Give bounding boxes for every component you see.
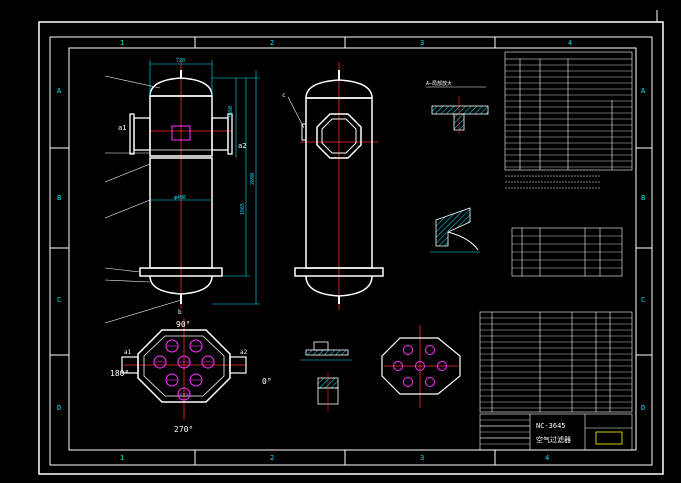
sheet-outer-border (38, 21, 664, 475)
col-label-4: 4 (568, 39, 572, 47)
plan-inlet-label: a1 (124, 349, 132, 356)
zone-column-labels-bottom: 1 2 3 4 (120, 454, 549, 462)
front-outlet-label: a2 (238, 142, 246, 150)
side-inner-octagon (321, 118, 357, 154)
baffle-hole (425, 377, 435, 387)
front-dim-total: 2690 (250, 173, 256, 185)
drawing-frame (68, 47, 637, 451)
front-inlet-label: a1 (118, 124, 126, 132)
tech-table-rows (505, 64, 632, 168)
side-base-ring (294, 267, 384, 277)
side-view: c (282, 62, 384, 310)
front-outlet-flange (227, 113, 233, 155)
zone-row-labels-right: A B C D (641, 87, 646, 412)
title-drawing-number: NC-3645 (536, 422, 566, 430)
tech-notes (505, 175, 600, 189)
baffle-holes (393, 345, 447, 387)
front-dimension-lines (149, 60, 260, 305)
plan-outlet-label: a2 (240, 349, 248, 356)
front-view: 720 1350 1665 2690 φ406 a1 a2 b (104, 58, 260, 324)
part-detail-2 (317, 372, 339, 412)
row-label-a: A (57, 87, 62, 95)
company-logo (595, 431, 623, 445)
row-label-b-right: B (641, 194, 645, 202)
baffle-plate-view (381, 325, 461, 408)
col-label-1-bottom: 1 (120, 454, 124, 462)
row-label-c: C (57, 296, 61, 304)
baffle-hole (425, 345, 435, 355)
plan-angle-0: 0° (262, 377, 272, 386)
front-pipe-label: φ406 (174, 195, 186, 201)
front-leader-lines (104, 75, 182, 324)
parts-list-rows (480, 317, 632, 409)
row-label-c-right: C (641, 296, 645, 304)
front-dim-middle: 1665 (240, 203, 246, 215)
plan-angle-270: 270° (174, 425, 193, 434)
front-top-head (149, 77, 213, 97)
detail-b (430, 207, 480, 253)
title-drawing-name: 空气过滤器 (536, 435, 571, 444)
side-manhole-clip (301, 123, 307, 141)
row-label-a-right: A (641, 87, 646, 95)
detail-a: A—局部放大 (426, 80, 489, 134)
front-inlet-nozzle (133, 117, 151, 151)
plan-angle-180: 180° (110, 369, 129, 378)
nozzle-table-rows (512, 235, 622, 269)
plan-inlet-nozzle (121, 356, 139, 374)
side-top-head (305, 79, 373, 99)
baffle-hole (393, 361, 403, 371)
baffle-hole (403, 377, 413, 387)
front-outlet-nozzle (211, 117, 229, 151)
front-dim-upper: 1350 (228, 106, 234, 118)
row-label-b: B (57, 194, 61, 202)
detail-a-plate (431, 105, 489, 115)
col-label-2: 2 (270, 39, 274, 47)
col-label-4-bottom: 4 (545, 454, 549, 462)
baffle-hole (403, 345, 413, 355)
plan-view: 90° 180° 0° 270° a1 a2 (110, 318, 272, 434)
col-label-3: 3 (420, 39, 424, 47)
row-label-d-right: D (641, 404, 645, 412)
front-bottom-label: b (178, 309, 182, 316)
tech-table (504, 51, 633, 171)
zone-ticks (50, 37, 652, 465)
detail-b-section (435, 207, 471, 247)
plan-angle-90: 90° (176, 320, 190, 329)
row-label-d: D (57, 404, 61, 412)
col-label-3-bottom: 3 (420, 454, 424, 462)
side-leader (287, 96, 305, 129)
detail-a-title: A—局部放大 (426, 80, 452, 87)
side-outer-octagon (316, 113, 362, 159)
baffle-hole (415, 361, 425, 371)
part-detail-1 (300, 341, 352, 361)
plan-outlet-nozzle (229, 356, 247, 374)
plan-octagon-inner (143, 335, 225, 397)
col-label-1: 1 (120, 39, 124, 47)
sheet-inner-border (49, 36, 653, 466)
col-label-2-bottom: 2 (270, 454, 274, 462)
side-leader-label: c (282, 92, 286, 99)
parts-list (479, 311, 633, 413)
zone-column-labels-top: 1 2 3 4 (120, 39, 572, 47)
front-internal-box (171, 125, 191, 141)
plan-cartridges (153, 339, 215, 401)
detail-b-curve (447, 231, 479, 251)
baffle-hole (437, 361, 447, 371)
zone-row-labels-left: A B C D (57, 87, 62, 412)
front-dim-width: 720 (176, 58, 185, 64)
title-block-grid (480, 419, 530, 445)
front-inlet-flange (129, 113, 135, 155)
